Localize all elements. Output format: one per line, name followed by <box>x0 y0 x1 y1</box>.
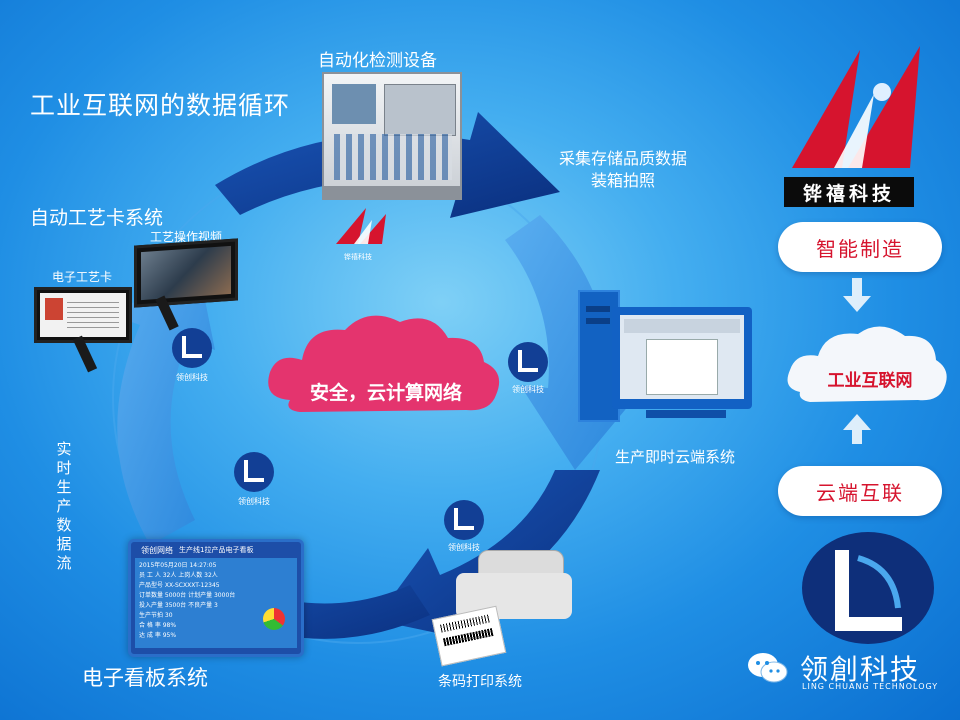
board-row: 生产节拍 30 <box>139 612 173 618</box>
lc-logo-text: 领创科技 <box>512 385 544 394</box>
board-row: 达 成 率 95% <box>139 632 177 638</box>
equipment-label: 自动化检测设备 <box>318 51 437 71</box>
board-row: 投入产量 3500台 不良产量 3 <box>139 602 218 608</box>
lc-logo-icon <box>172 328 212 368</box>
video-screen <box>134 238 238 308</box>
lc-logo-icon <box>444 500 484 540</box>
lc-logo-text: 领创科技 <box>238 497 270 506</box>
wechat-icon <box>748 653 788 683</box>
small-brand-text: 铧禧科技 <box>344 253 372 261</box>
center-cloud-text: 安全，云计算网络 <box>309 382 462 404</box>
lc-logo-icon <box>234 452 274 492</box>
lc-logo-icon <box>508 342 548 382</box>
ecard-screen <box>34 287 132 343</box>
smart-manufacturing-pill: 智能制造 <box>778 222 942 272</box>
kanban-label: 电子看板系统 <box>82 666 208 690</box>
page-title: 工业互联网的数据循环 <box>30 91 291 120</box>
cloud-system-label: 生产即时云端系统 <box>615 448 736 466</box>
collect-label-line2: 装箱拍照 <box>590 171 655 190</box>
lc-logo-icon <box>802 532 934 644</box>
cloud-interconnect-pill: 云端互联 <box>778 466 942 516</box>
ecard-label: 电子工艺卡 <box>52 270 113 284</box>
kanban-board: 领创网络 生产线1拉产品电子看板 2015年05月20日 14:27:05 员 … <box>128 539 304 657</box>
monitor-base <box>646 410 726 418</box>
lc-logo-text: 领创科技 <box>176 373 208 382</box>
collect-label: 采集存储品质数据 装箱拍照 <box>548 148 698 192</box>
auto-process-label: 自动工艺卡系统 <box>30 207 164 229</box>
iot-cloud-shape <box>787 326 947 402</box>
partner-big-name: 领創科技 <box>800 653 921 686</box>
iot-cloud-text: 工业互联网 <box>827 371 913 391</box>
right-flow-arrows <box>843 278 871 444</box>
print-label: 条码打印系统 <box>438 674 522 690</box>
lc-logo-text: 领创科技 <box>448 543 480 552</box>
partner-en-name: LING CHUANG TECHNOLOGY <box>802 682 939 691</box>
collect-label-line1: 采集存储品质数据 <box>558 149 687 168</box>
company-name: 铧禧科技 <box>784 177 914 207</box>
board-row: 订单数量 5000台 计划产量 3000台 <box>139 592 236 598</box>
board-row: 产品型号 XX-SCXXXT-12345 <box>139 582 220 588</box>
board-row: 2015年05月20日 14:27:05 <box>139 562 217 568</box>
center-cloud-shape <box>268 315 500 412</box>
board-pie <box>263 608 285 630</box>
board-header: 生产线1拉产品电子看板 <box>179 546 254 554</box>
equipment-image <box>322 72 462 200</box>
board-row: 合 格 率 98% <box>139 622 177 628</box>
realtime-label: 实时生产数据流 <box>56 440 72 572</box>
sail-logo-icon <box>336 208 386 244</box>
board-row: 员 工 人 32人 上岗人数 32人 <box>139 572 218 578</box>
board-brand: 领创网络 <box>141 546 173 555</box>
computer-monitor <box>612 307 752 409</box>
sail-logo-icon <box>792 46 920 168</box>
